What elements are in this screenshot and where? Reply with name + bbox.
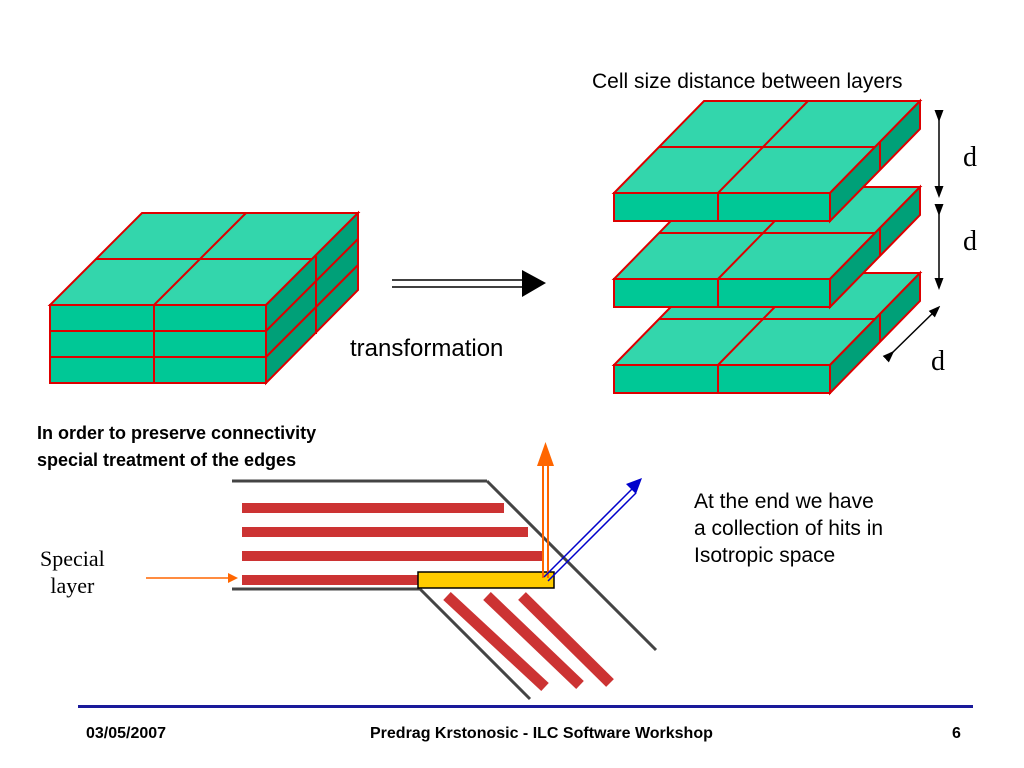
cell-size-caption: Cell size distance between layers — [592, 70, 903, 93]
transformation-label: transformation — [350, 335, 504, 362]
result-note-line: a collection of hits in — [694, 517, 884, 540]
special-layer-line: Special — [40, 546, 105, 571]
distance-label-top: d — [963, 142, 977, 173]
special-layer-label: Special layer — [40, 545, 105, 599]
distance-label-depth: d — [931, 346, 945, 377]
footer-rule — [78, 705, 973, 708]
distance-label-middle: d — [963, 226, 977, 257]
footer-date: 03/05/2007 — [86, 725, 167, 742]
blue-arrow — [543, 488, 633, 578]
edge-diagram — [146, 442, 658, 701]
edge-note-line: In order to preserve connectivity — [37, 423, 317, 443]
solid-block — [47, 210, 361, 386]
result-note: At the end we have a collection of hits … — [694, 488, 883, 569]
diagonal-strip — [518, 592, 614, 687]
edge-note: In order to preserve connectivity specia… — [37, 420, 316, 474]
page-number: 6 — [952, 725, 961, 742]
separated-layer-top — [611, 98, 923, 224]
footer-title: Predrag Krstonosic - ILC Software Worksh… — [370, 725, 713, 742]
edge-note-line: special treatment of the edges — [37, 450, 297, 470]
special-layer-line: layer — [50, 573, 95, 598]
result-note-line: At the end we have — [694, 490, 874, 513]
transformation-arrow — [392, 270, 546, 297]
diagonal-strip — [483, 592, 584, 689]
result-note-line: Isotropic space — [694, 544, 836, 567]
distance-arrow-depth — [882, 305, 941, 363]
diagonal-strip — [443, 591, 549, 692]
highlighted-cell — [417, 571, 555, 589]
